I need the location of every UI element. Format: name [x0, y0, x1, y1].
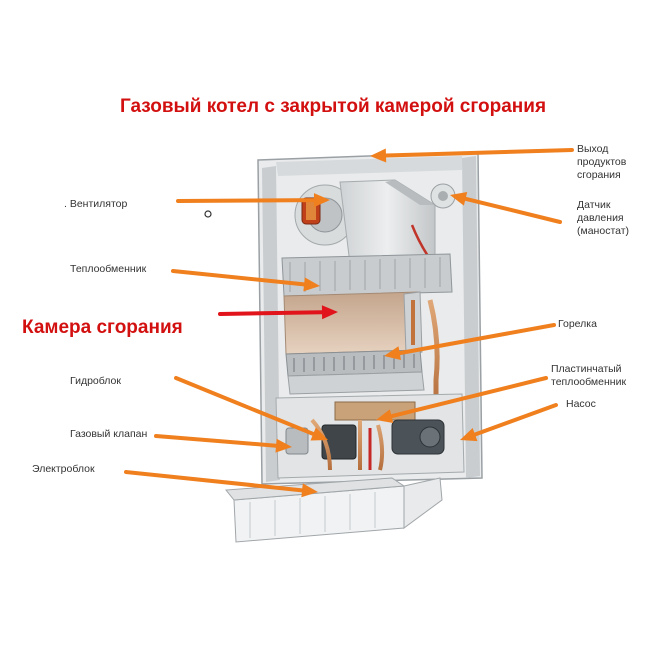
label-plate-heat-exchanger-line-2: теплообменник: [551, 376, 627, 388]
label-exhaust-line-2: продуктов: [577, 156, 627, 168]
label-fan: . Вентилятор: [64, 198, 128, 210]
diagram-title: Газовый котел с закрытой камерой сгорани…: [119, 96, 547, 117]
arrow-combustion-chamber: [218, 305, 338, 320]
arrow-fan: [176, 193, 330, 208]
label-exhaust-line-3: сгорания: [577, 169, 621, 181]
arrow-gas-valve: [154, 434, 292, 453]
label-heat-exchanger: Теплообменник: [70, 263, 147, 275]
pointer-arrows: [124, 148, 574, 498]
label-burner: Горелка: [558, 318, 597, 330]
label-pressure-sensor: Датчик давления (маностат): [577, 199, 629, 238]
label-pressure-sensor-line-1: Датчик: [577, 199, 611, 211]
label-combustion-chamber: Камера сгорания: [22, 317, 183, 338]
arrow-burner: [384, 323, 556, 361]
arrow-pump: [460, 403, 558, 442]
label-pressure-sensor-line-3: (маностат): [577, 225, 630, 237]
arrow-electroblock: [124, 470, 318, 498]
hydraulic-section: [275, 393, 465, 479]
marker-circle: [204, 210, 212, 218]
copper-pipe: [427, 299, 440, 405]
arrow-pressure-sensor: [450, 192, 562, 224]
fan: [294, 184, 356, 246]
arrow-plate-heat-exchanger: [376, 376, 548, 423]
label-pressure-sensor-line-2: давления: [577, 212, 624, 224]
arrow-hydroblock: [174, 376, 328, 441]
combustion-chamber: [283, 291, 423, 355]
label-hydroblock: Гидроблок: [70, 375, 121, 387]
burner: [285, 349, 425, 395]
label-electroblock: Электроблок: [32, 463, 95, 475]
arrow-exhaust: [370, 148, 574, 163]
plate-heat-exchanger: [334, 401, 416, 421]
arrow-heat-exchanger: [171, 269, 320, 292]
label-pump: Насос: [566, 398, 596, 410]
electronic-control-box: [225, 477, 443, 543]
label-gas-valve: Газовый клапан: [70, 428, 148, 440]
label-plate-heat-exchanger-line-1: Пластинчатый: [551, 363, 622, 375]
label-plate-heat-exchanger: Пластинчатый теплообменник: [551, 363, 626, 389]
gas-valve: [321, 424, 357, 460]
label-exhaust: Выход продуктов сгорания: [577, 143, 626, 182]
label-exhaust-line-1: Выход: [577, 143, 609, 155]
flue-hood: [339, 179, 436, 265]
